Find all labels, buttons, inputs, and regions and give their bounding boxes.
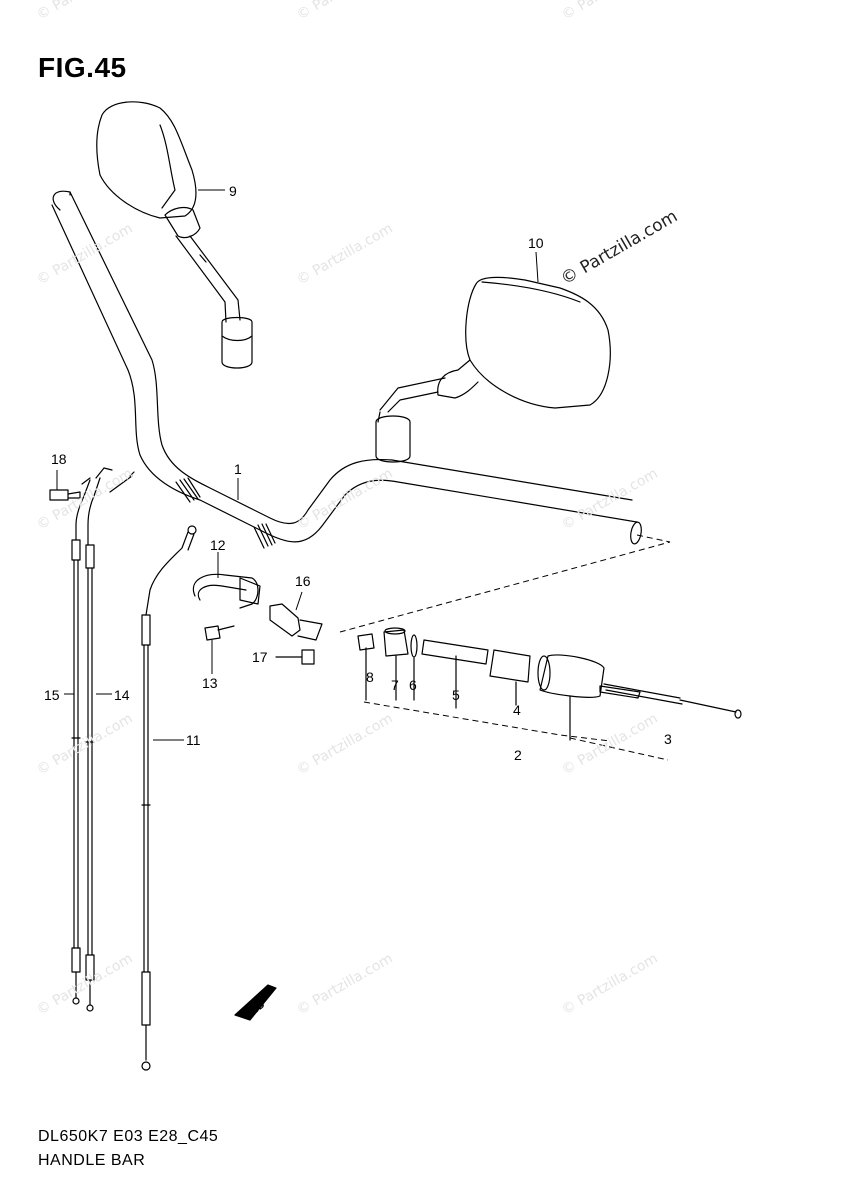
watermark-tile: © Partzilla.com — [294, 0, 396, 23]
assembly-name: HANDLE BAR — [38, 1152, 146, 1169]
callout-11: 11 — [186, 732, 201, 748]
callout-10: 10 — [528, 235, 544, 251]
screw-17 — [275, 649, 315, 665]
watermark-main: © Partzilla.com — [558, 206, 682, 289]
callout-5: 5 — [452, 687, 460, 703]
callout-3: 3 — [664, 731, 672, 747]
callout-9: 9 — [229, 183, 237, 199]
figure-title: FIG.45 — [38, 52, 127, 83]
watermark-tile: © Partzilla.com — [294, 466, 396, 534]
grip-knurl-right — [253, 523, 276, 549]
watermark-tile: © Partzilla.com — [559, 711, 661, 779]
callout-15: 15 — [44, 687, 60, 703]
callout-13: 13 — [202, 675, 218, 691]
mirror-right — [375, 276, 611, 463]
watermark-tile: © Partzilla.com — [294, 951, 396, 1019]
watermark-tile: © Partzilla.com — [294, 711, 396, 779]
callout-1: 1 — [234, 461, 242, 477]
callout-7: 7 — [391, 677, 399, 693]
callout-2: 2 — [514, 747, 522, 763]
watermark-tile: © Partzilla.com — [34, 711, 136, 779]
grip-assembly — [357, 627, 742, 741]
callout-18: 18 — [51, 451, 67, 467]
watermark-tile: © Partzilla.com — [34, 221, 136, 289]
throttle-cables — [71, 467, 135, 1012]
watermark-tile: © Partzilla.com — [34, 466, 136, 534]
watermark-tile: © Partzilla.com — [34, 0, 136, 23]
clutch-cable — [141, 525, 197, 1071]
callout-17: 17 — [252, 649, 268, 665]
mirror-left — [96, 101, 253, 369]
forward-direction-arrow — [234, 984, 277, 1021]
watermark-tile: © Partzilla.com — [559, 0, 661, 23]
watermark-tile: © Partzilla.com — [559, 951, 661, 1019]
callout-12: 12 — [210, 537, 226, 553]
bar-axis-line — [339, 534, 671, 633]
watermark-tile: © Partzilla.com — [34, 951, 136, 1019]
callout-6: 6 — [409, 677, 417, 693]
callout-16: 16 — [295, 573, 311, 589]
bolt-18 — [49, 489, 81, 501]
grip-knurl-left — [175, 477, 201, 503]
axis-line-lower — [363, 701, 611, 742]
callout-8: 8 — [366, 669, 374, 685]
callout-4: 4 — [513, 702, 521, 718]
handlebar — [51, 190, 642, 549]
watermark-tile: © Partzilla.com — [294, 221, 396, 289]
clamp-12 — [192, 573, 261, 609]
callout-14: 14 — [114, 687, 130, 703]
axis-line-lower-2 — [569, 737, 669, 761]
model-code: DL650K7 E03 E28_C45 — [38, 1128, 219, 1145]
screw-13 — [204, 625, 235, 641]
watermark-tile: © Partzilla.com — [559, 466, 661, 534]
bracket-16 — [269, 603, 323, 641]
